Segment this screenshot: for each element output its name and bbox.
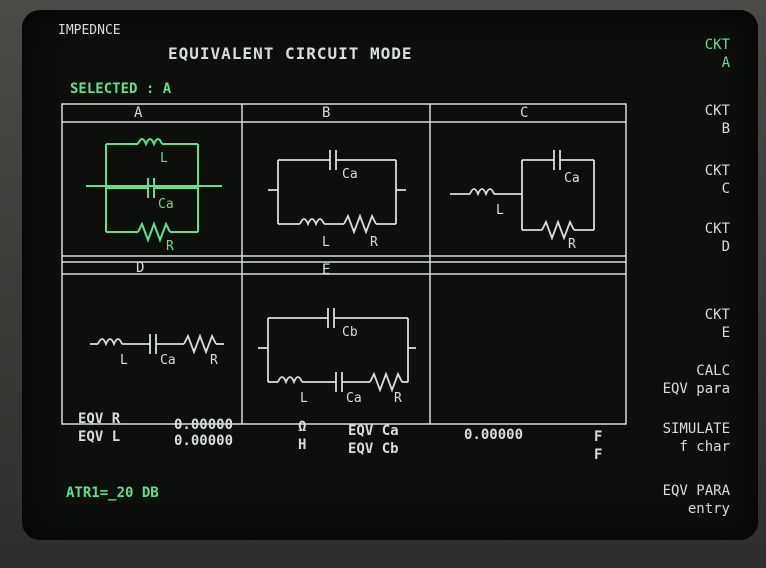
grid-frame [61,103,627,425]
softkey-ckt-b-line2: B [721,121,730,137]
softkey-ckt-b[interactable]: CKT B [705,102,730,138]
circuit-c[interactable] [450,150,595,241]
eqv-l-unit: H [298,437,307,453]
header-e: E [322,262,330,278]
a-label-ca: Ca [158,197,174,212]
b-label-r: R [370,235,378,250]
circuit-a[interactable] [86,138,222,243]
softkey-ckt-a-line2: A [721,55,730,71]
softkey-ckt-a-line1: CKT [704,37,730,53]
softkey-simulate-line1: SIMULATE [662,421,730,437]
d-label-ca: Ca [160,353,176,368]
eqv-l-label: EQV L [78,429,121,445]
eqv-l-value: 0.00000 [174,433,234,449]
e-label-cb: Cb [342,325,358,340]
eqv-cb-label: EQV Cb [348,441,399,457]
header-a: A [134,105,143,121]
circuit-b[interactable] [268,150,406,235]
header-d: D [136,260,144,276]
b-label-l: L [322,235,330,250]
softkey-simulate[interactable]: SIMULATE f char [663,420,730,456]
eqv-ca-label: EQV Ca [348,423,399,439]
eqv-ca-unit: F [594,429,603,445]
softkey-ckt-b-line1: CKT [704,103,730,119]
e-label-l: L [300,391,308,406]
eqv-r-value: 0.00000 [174,417,234,433]
crt-screen: IMPEDNCE EQUIVALENT CIRCUIT MODE SELECTE… [22,10,758,540]
mode-label: IMPEDNCE [58,23,121,38]
circuit-d[interactable] [90,333,224,355]
softkey-ckt-e-line1: CKT [704,307,730,323]
eqv-r-label: EQV R [78,411,121,427]
softkey-ckt-d[interactable]: CKT D [705,220,730,256]
c-label-ca: Ca [564,171,580,186]
softkey-ckt-c[interactable]: CKT C [705,162,730,198]
softkey-entry-line2: entry [687,501,730,517]
softkey-ckt-e-line2: E [721,325,730,341]
attenuator-status: ATR1=_20 DB [66,485,159,501]
softkey-ckt-d-line1: CKT [704,221,730,237]
softkey-calc-eqv-para[interactable]: CALC EQV para [663,362,730,398]
c-label-r: R [568,237,576,252]
e-label-ca: Ca [346,391,362,406]
circuit-e[interactable] [258,308,416,393]
a-label-l: L [160,151,168,166]
circuit-grid: A B C D E L Ca R Ca L R Ca L R L Ca R Cb [61,103,627,425]
softkey-simulate-line2: f char [679,439,730,455]
eqv-ca-value: 0.00000 [464,427,524,443]
page-title: EQUIVALENT CIRCUIT MODE [168,44,413,63]
d-label-l: L [120,353,128,368]
c-label-l: L [496,203,504,218]
softkey-ckt-e[interactable]: CKT E [705,306,730,342]
b-label-ca: Ca [342,167,358,182]
softkey-ckt-c-line2: C [721,181,730,197]
header-b: B [322,105,330,121]
header-c: C [520,105,528,121]
e-label-r: R [394,391,402,406]
softkey-ckt-c-line1: CKT [704,163,730,179]
a-label-r: R [166,239,174,254]
softkey-calc-line1: CALC [696,363,730,379]
softkey-calc-line2: EQV para [662,381,730,397]
selected-indicator: SELECTED : A [70,81,172,97]
softkey-entry-line1: EQV PARA [662,483,730,499]
softkey-eqv-para-entry[interactable]: EQV PARA entry [663,482,730,518]
softkey-ckt-a[interactable]: CKT A [705,36,730,72]
eqv-r-unit: Ω [298,419,307,435]
d-label-r: R [210,353,218,368]
softkey-ckt-d-line2: D [721,239,730,255]
eqv-cb-unit: F [594,447,603,463]
